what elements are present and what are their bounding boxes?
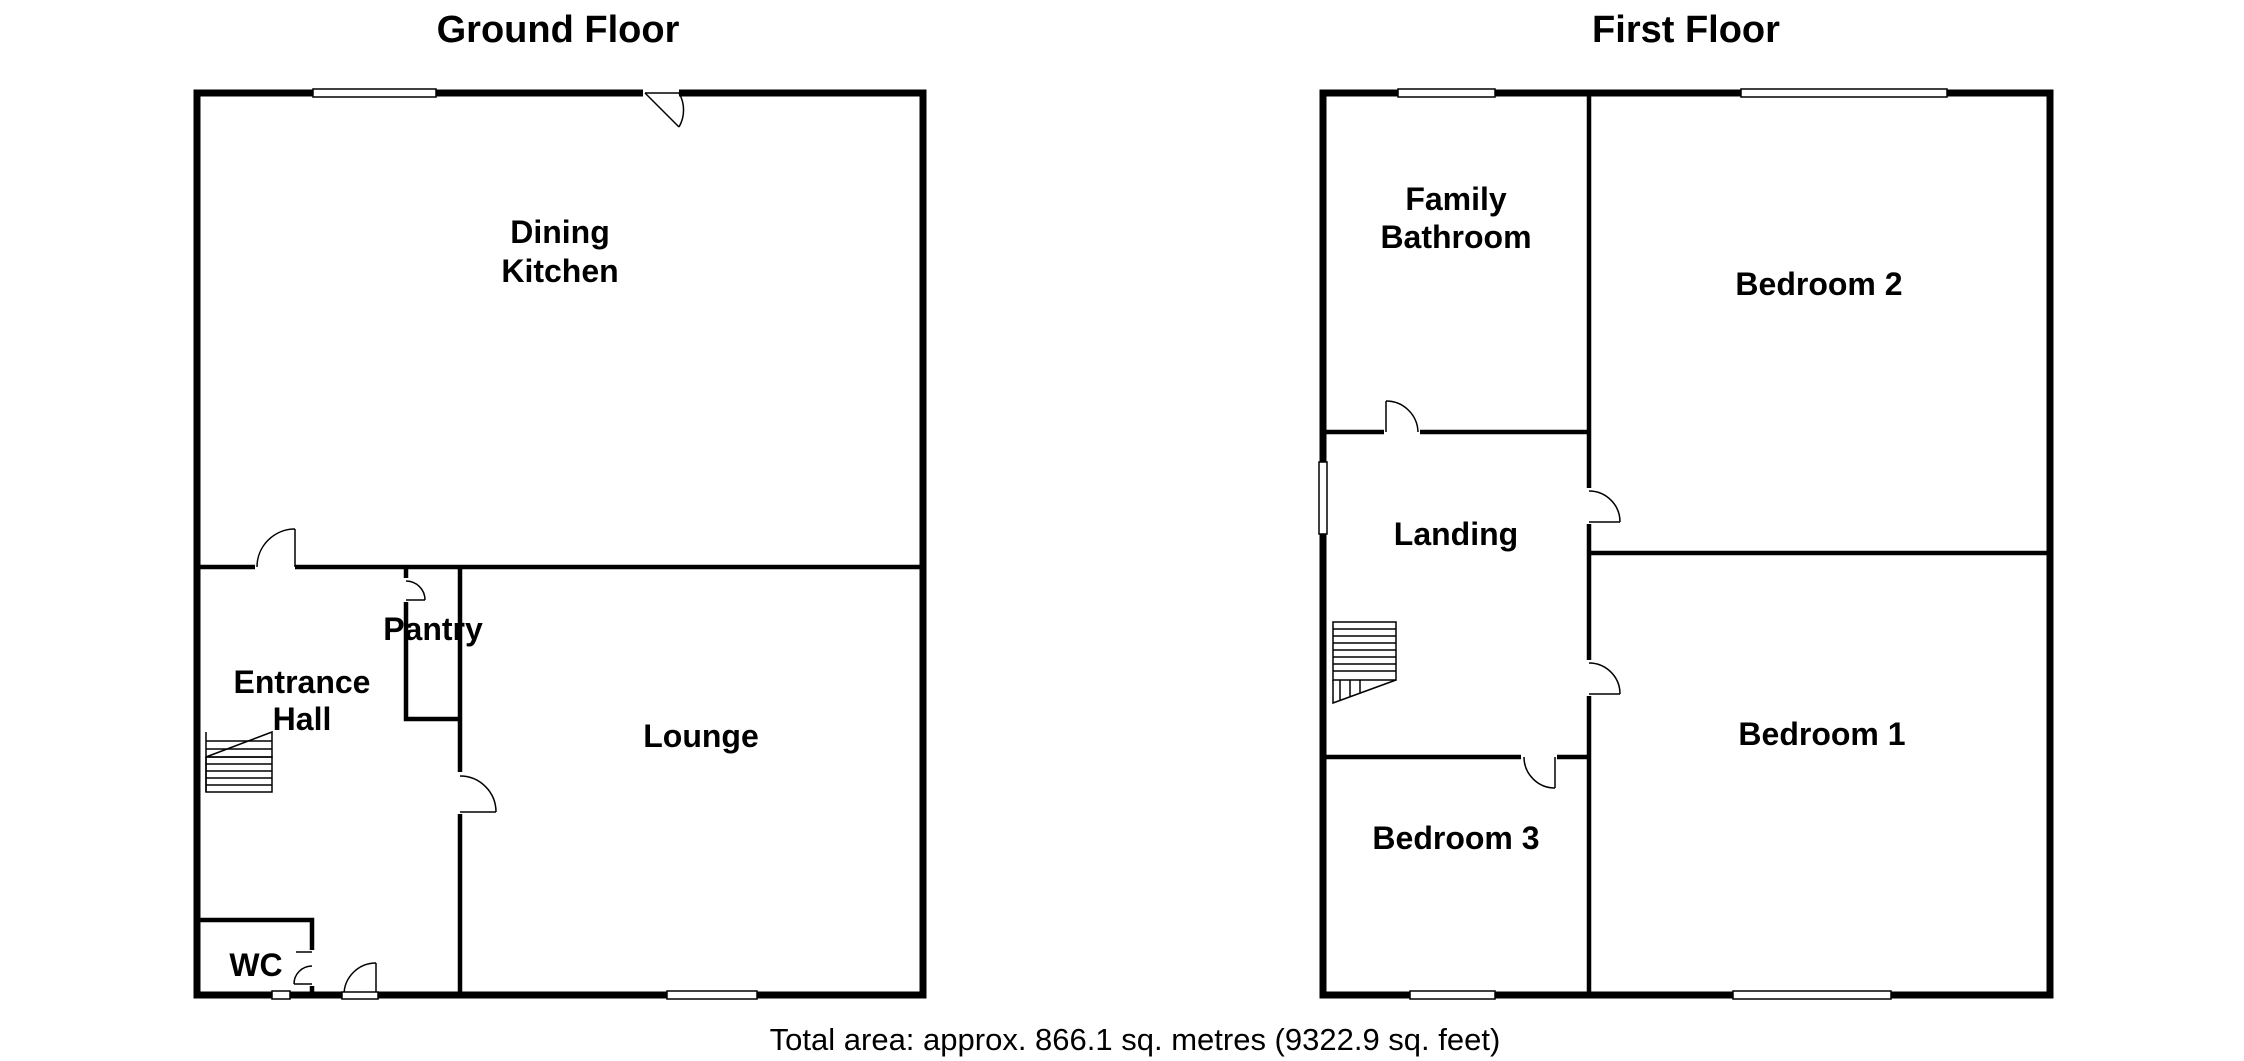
gap	[1583, 488, 1595, 524]
family-bathroom-label-line2: Bathroom	[1380, 219, 1531, 255]
lounge-label: Lounge	[643, 718, 759, 754]
first-floor-staircase	[1332, 621, 1397, 705]
pantry-label: Pantry	[383, 611, 483, 647]
landing-label: Landing	[1394, 516, 1518, 552]
wc-window	[271, 990, 291, 1000]
gap	[1384, 426, 1420, 438]
first-floor-plan: First Floor	[1318, 9, 2054, 1000]
entrance-hall-label-line2: Hall	[273, 701, 332, 737]
bathroom-window	[1397, 88, 1496, 98]
lounge-window	[666, 990, 758, 1000]
first-floor-outer-wall	[1319, 89, 2054, 999]
gap	[454, 772, 466, 814]
first-floor-title: First Floor	[1592, 9, 1780, 51]
gap	[400, 578, 412, 602]
bedroom-2-label: Bedroom 2	[1735, 266, 1902, 302]
bedroom-2-door	[1588, 490, 1621, 523]
bedroom-2-window	[1740, 88, 1948, 98]
bedroom-3-window	[1409, 990, 1496, 1000]
front-door	[341, 962, 379, 1000]
wc-door	[293, 951, 313, 985]
kitchen-back-door	[644, 92, 685, 128]
ground-floor-outer-wall	[193, 89, 927, 999]
gap	[255, 561, 295, 573]
bedroom-1-label: Bedroom 1	[1738, 716, 1905, 752]
dining-kitchen-label-line1: Dining	[510, 214, 610, 250]
gap	[1521, 751, 1557, 763]
bathroom-door	[1385, 400, 1419, 433]
gap	[1583, 660, 1595, 696]
landing-window	[1318, 461, 1328, 535]
family-bathroom-label-line1: Family	[1405, 181, 1507, 217]
ground-floor-title: Ground Floor	[437, 9, 680, 51]
kitchen-door	[256, 528, 296, 568]
lounge-door	[459, 775, 497, 813]
ground-floor-plan: Ground Floor	[193, 9, 927, 1001]
total-area-caption: Total area: approx. 866.1 sq. metres (93…	[770, 1022, 1501, 1057]
dining-kitchen-label-line2: Kitchen	[501, 253, 618, 289]
ground-floor-staircase	[205, 730, 273, 793]
bedroom-3-door	[1523, 756, 1556, 789]
bedroom-1-door	[1588, 662, 1621, 695]
pantry-wall	[403, 567, 460, 722]
bedroom-1-window	[1732, 990, 1892, 1000]
wc-label: WC	[229, 947, 282, 983]
bedroom-3-label: Bedroom 3	[1372, 820, 1539, 856]
entrance-hall-label-line1: Entrance	[234, 664, 371, 700]
kitchen-window	[312, 88, 437, 98]
gap	[306, 950, 318, 986]
pantry-door	[405, 580, 426, 601]
